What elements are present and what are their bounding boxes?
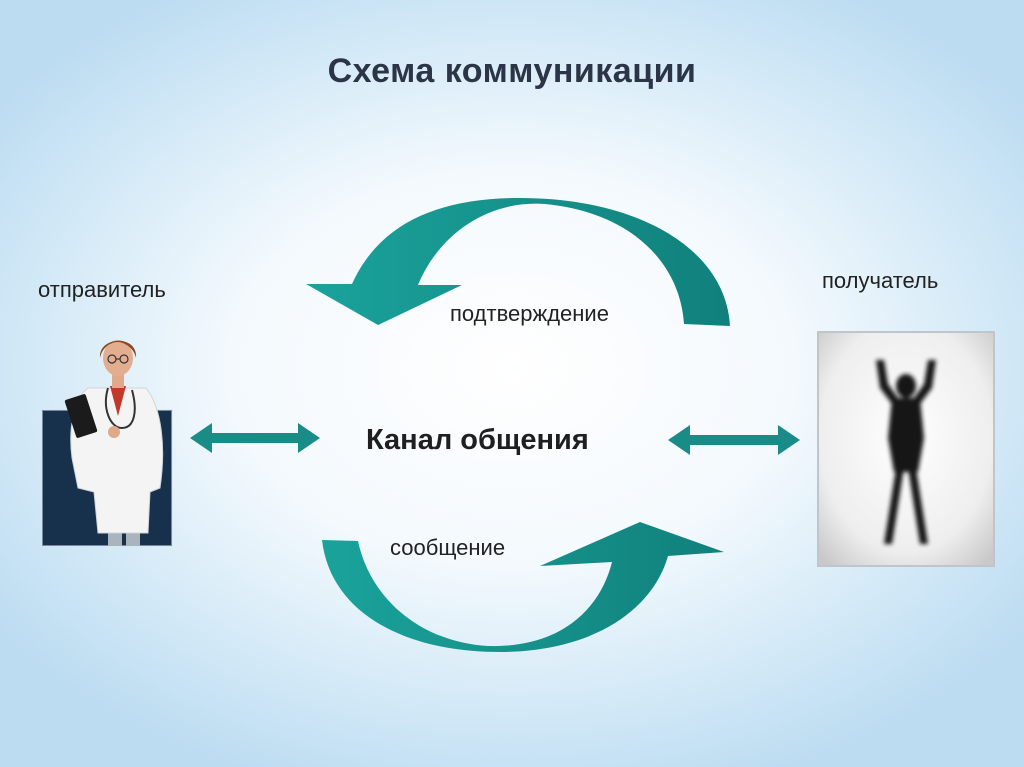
- sender-picture: [41, 340, 173, 547]
- feedback-curved-arrow: [306, 198, 730, 326]
- receiver-picture: [817, 331, 995, 567]
- channel-label: Канал общения: [366, 424, 589, 456]
- slide-title: Схема коммуникации: [327, 52, 697, 90]
- right-double-arrow: [668, 425, 800, 455]
- message-label: сообщение: [390, 535, 506, 560]
- left-double-arrow: [190, 423, 320, 453]
- receiver-label: получатель: [822, 268, 939, 293]
- feedback-label: подтверждение: [450, 301, 609, 326]
- sender-label: отправитель: [38, 277, 166, 302]
- message-curved-arrow: [322, 522, 724, 652]
